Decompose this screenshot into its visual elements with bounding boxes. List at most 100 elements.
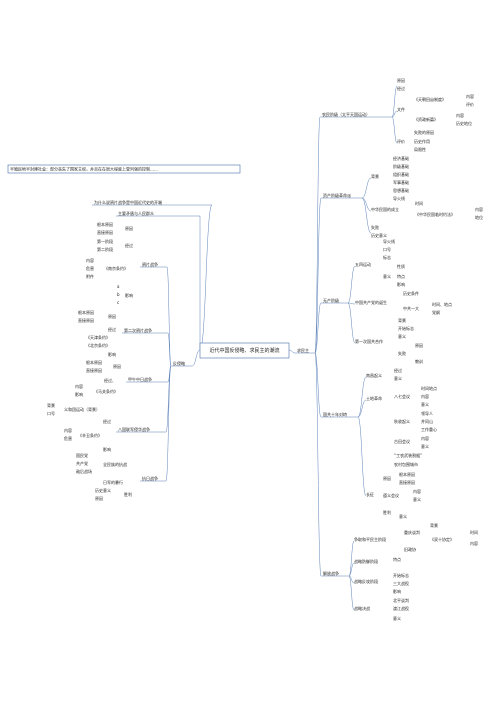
opium1-item: c <box>117 300 119 305</box>
opium1-item: 第一阶段 <box>97 238 113 244</box>
proletariat-item: 意义 <box>383 273 391 279</box>
proletariat-item: 性质 <box>397 263 405 269</box>
liberation-item: 《双十协定》 <box>430 536 454 542</box>
opium2-label[interactable]: 第二次鸦片战争 <box>124 327 152 333</box>
bourgeois-item: 《中华民国临时约法》 <box>415 211 455 217</box>
connector-line <box>314 352 322 577</box>
liberation-label[interactable]: 解放战争 <box>323 570 339 576</box>
connector-line <box>199 204 213 351</box>
peasant-item: 文件 <box>397 106 405 112</box>
ten-years-item: “工农武装割据” <box>394 452 422 458</box>
center-topic-label: 近代中国反侵略、求民主的潮流 <box>209 347 279 354</box>
peasant-item: 评价 <box>397 138 405 144</box>
proletariat-item: 意义 <box>398 333 406 339</box>
ten-years-item: 八七会议 <box>394 393 410 399</box>
opium1-item: 附件 <box>86 273 94 279</box>
connector-line <box>361 197 372 234</box>
proletariat-item: 党纲 <box>432 309 440 315</box>
opium2-item: 直接原因 <box>78 317 94 323</box>
ten-years-item: 意义 <box>413 496 421 502</box>
sino-japan-item: 直接原因 <box>86 367 102 373</box>
connector-line <box>288 349 296 354</box>
liberation-item: 影响 <box>393 588 401 594</box>
ten-years-item: 直接原因 <box>399 479 415 485</box>
liberation-item: 开始标志 <box>393 572 409 578</box>
crisis-branch-label[interactable]: 主要矛盾与人民群众 <box>118 210 154 216</box>
connector-line <box>391 110 398 118</box>
sino-japan-item: 影响 <box>75 391 83 397</box>
peasant-item: 评价 <box>466 101 474 107</box>
sino-japan-item: 内容 <box>75 383 83 389</box>
ten-years-item: 内容 <box>413 488 421 494</box>
liberation-item: 旧政协 <box>404 546 416 552</box>
ten-years-item: 农村包围城市 <box>394 461 418 467</box>
sino-japan-item: 原因 <box>113 364 121 369</box>
ten-years-item: 根本原因 <box>399 471 415 477</box>
ten-years-item: 意义 <box>421 401 429 407</box>
peasant-item: 原因 <box>397 78 405 83</box>
opium1-item: 《南京条约》 <box>104 265 128 271</box>
peasant-item: 《资政新篇》 <box>414 116 438 122</box>
opium2-item: 原因 <box>108 314 116 319</box>
connector-line <box>347 302 356 305</box>
ten-years-item: 井冈山 <box>421 418 433 424</box>
opium1-item: b <box>117 292 120 297</box>
liberation-item: 特点 <box>393 556 401 562</box>
connector-line <box>357 399 367 418</box>
connector-line <box>314 352 322 418</box>
connector-line <box>361 197 372 212</box>
ten-years-item: 意义 <box>421 443 429 449</box>
sino-japan-label[interactable]: 甲午中日战争 <box>128 376 152 382</box>
why-branch-label[interactable]: 为什么说鸦片战争是中国近代史的开端 <box>94 199 162 205</box>
resist-branch-label[interactable]: 反侵略 <box>173 360 185 366</box>
proletariat-item: 中共一大 <box>403 305 419 311</box>
ten-years-item: 领导人 <box>421 410 433 416</box>
liberation-item: 意义 <box>393 615 401 621</box>
proletariat-item: 时间、地点 <box>432 301 452 307</box>
liberation-item: 内容 <box>470 540 478 546</box>
connector-line <box>357 416 367 497</box>
opium2-item: 经过 <box>108 326 116 332</box>
sino-japan-item: 经过、 <box>104 377 116 383</box>
eight-nation-label[interactable]: 八国联军侵华战争 <box>118 426 150 432</box>
liberation-item: 背景 <box>430 522 438 528</box>
center-topic-box[interactable] <box>199 342 290 359</box>
connector-line <box>347 302 356 344</box>
peasant-item: 局限性 <box>414 146 426 152</box>
peasant-item: 《天朝田亩制度》 <box>414 96 446 102</box>
opium1-item: 根本原因 <box>97 221 113 227</box>
anti-japan-label[interactable]: 抗日战争 <box>142 475 158 481</box>
connector-line <box>391 85 398 118</box>
opium1-label[interactable]: 鸦片战争 <box>142 261 158 267</box>
proletariat-item: 口号 <box>383 246 391 252</box>
peasant-label[interactable]: 农民阶级（太平天国运动） <box>322 111 370 117</box>
connector-line <box>314 197 322 354</box>
proletariat-item: 开始标志 <box>398 325 414 331</box>
connector-line <box>165 365 172 433</box>
opium1-item: 第二阶段 <box>97 246 113 252</box>
connector-line <box>314 302 322 354</box>
bourgeois-item: 时间 <box>415 200 423 206</box>
ten-years-item: 胜利 <box>383 509 391 515</box>
eight-nation-item: 义和团运动（背景） <box>64 406 100 412</box>
ten-years-item: 时间地点 <box>421 385 437 391</box>
bourgeois-item: 失败 <box>371 224 379 230</box>
connector-line <box>314 116 321 354</box>
anti-japan-item: 全民族的抗战 <box>103 461 127 467</box>
proletariat-item: 五四运动 <box>355 261 371 267</box>
opium1-item: 原因 <box>125 226 133 231</box>
ten-years-item: 长征 <box>366 491 374 497</box>
bourgeois-label[interactable]: 资产阶级革命派 <box>323 192 351 198</box>
ten-years-label[interactable]: 国共十年对峙 <box>323 411 347 417</box>
proletariat-label[interactable]: 无产阶级 <box>323 297 339 303</box>
democracy-branch-label[interactable]: 求民主 <box>297 347 309 353</box>
liberation-item: 时间 <box>470 529 478 535</box>
liberation-item: 重庆谈判 <box>404 529 420 535</box>
ten-years-item: 土地革命 <box>366 395 382 401</box>
liberation-item: 三大战役 <box>393 580 409 586</box>
eight-nation-item: 《辛丑条约》 <box>78 432 102 438</box>
anti-japan-item: 敌后战场 <box>76 468 92 474</box>
eight-nation-item: 危害 <box>64 435 72 441</box>
bourgeois-item: 阶级基础 <box>393 163 409 169</box>
